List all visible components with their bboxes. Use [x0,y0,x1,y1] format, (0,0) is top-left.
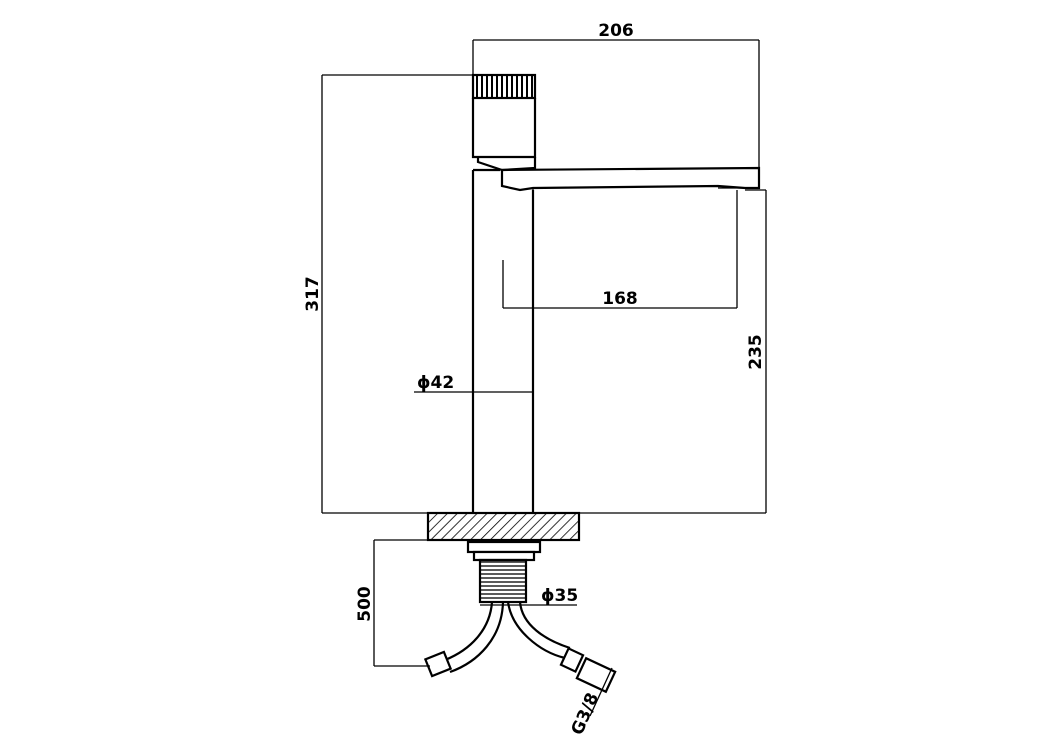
overall-height-label: 317 [303,276,323,312]
dimension-overall-height: 317 [303,74,766,514]
hose-length-label: 500 [355,586,375,622]
right-hose-connector [559,647,617,694]
mounting-shank [466,540,542,604]
faucet-handle [471,73,537,172]
dimension-overall-width: 206 [472,21,760,168]
dimension-spout-height: 235 [745,189,767,513]
overall-width-label: 206 [598,21,634,41]
faucet-body [471,168,535,513]
mounting-plate [426,511,581,542]
dimension-shank-diameter: ϕ35 [480,586,578,606]
flexible-hoses [423,601,617,694]
connection-thread-label: G3/8 [568,690,604,738]
body-diameter-label: ϕ42 [417,373,454,393]
spout-height-label: 235 [746,334,766,370]
faucet-spout [500,166,761,192]
left-hose-connector [423,650,453,678]
dimension-spout-reach: 168 [502,190,738,309]
dimension-hose-length: 500 [355,539,430,667]
spout-reach-label: 168 [602,289,638,309]
dimension-body-diameter: ϕ42 [414,373,533,393]
shank-diameter-label: ϕ35 [541,586,578,606]
